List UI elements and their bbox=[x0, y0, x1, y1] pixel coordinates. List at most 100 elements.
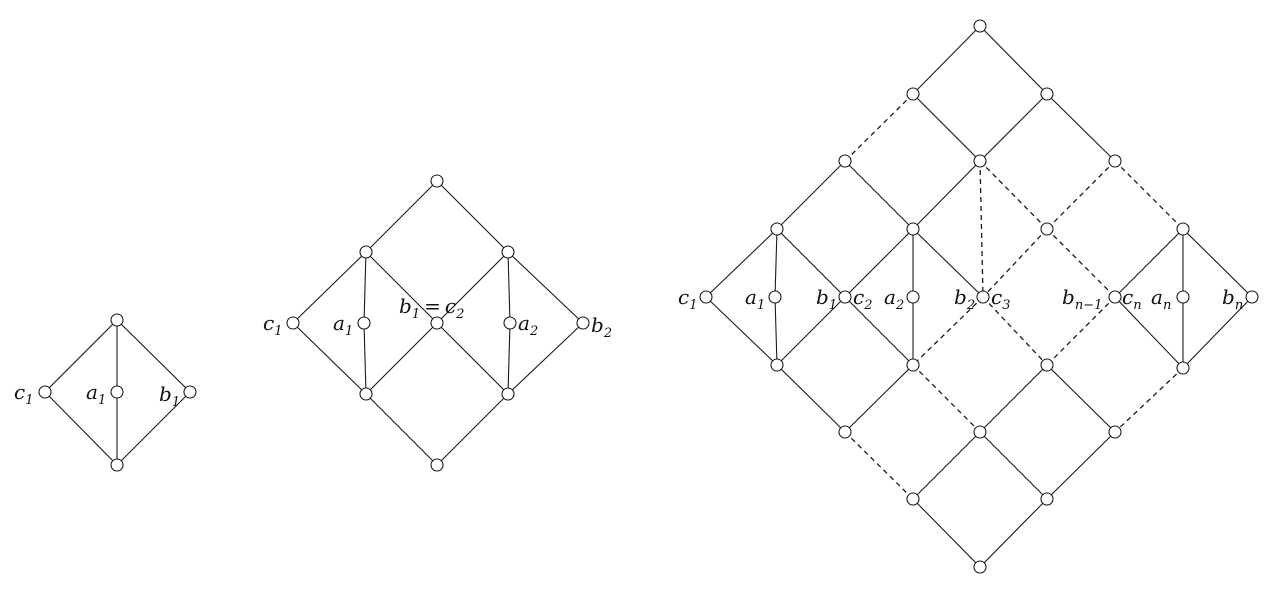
d2-edge-bot-br bbox=[436, 393, 509, 466]
lattice-general-label-c1: c1 bbox=[678, 285, 697, 313]
d3-node-an bbox=[1176, 290, 1190, 304]
lattice-n2-label-a1: a1 bbox=[333, 311, 353, 339]
d2-node-bot bbox=[430, 458, 444, 472]
lattice-n1-label-a1: a1 bbox=[86, 380, 106, 408]
d2-node-bl bbox=[359, 387, 373, 401]
d3-edge-l3b-l2l bbox=[844, 364, 914, 433]
d1-edge-top-r bbox=[116, 319, 191, 393]
d3-edge-l2l-l1l-dashed bbox=[844, 431, 914, 500]
d3-node-l3a bbox=[770, 358, 784, 372]
d2-node-a1 bbox=[357, 316, 371, 330]
d3-edge-u2m-u3c-dashed bbox=[979, 160, 1048, 230]
d3-edge-l3c-l2r bbox=[1046, 364, 1116, 433]
d2-node-mr bbox=[501, 245, 515, 259]
d3-edge-u1l-u2l-dashed bbox=[844, 93, 914, 162]
lattice-general-label-c3: c3 bbox=[991, 285, 1010, 313]
d3-edge-l2m-l1l bbox=[912, 431, 981, 500]
d2-edge-ml-c1 bbox=[292, 251, 367, 324]
d1-edge-top-l bbox=[44, 319, 118, 393]
d3-node-b2c3 bbox=[976, 290, 990, 304]
d3-edge-u1l-u2m bbox=[912, 93, 981, 162]
d3-edge-u3c-bn1cn-dashed bbox=[1046, 228, 1116, 298]
d3-edge-l1l-B bbox=[912, 498, 981, 568]
d2-node-b2 bbox=[576, 316, 590, 330]
d3-edge-l2m-l1r bbox=[979, 431, 1048, 500]
d3-edge-u1r-u2r bbox=[1046, 93, 1116, 162]
d3-edge-l3d-l2r-dashed bbox=[1114, 367, 1184, 433]
d3-edge-l3b-l2m-dashed bbox=[912, 364, 981, 433]
d2-edge-mr-mid bbox=[436, 251, 509, 324]
d3-edge-T-u1l bbox=[912, 25, 981, 95]
d2-edge-mid-br bbox=[436, 322, 509, 395]
d3-node-l2l bbox=[838, 425, 852, 439]
d1-node-top bbox=[110, 313, 124, 327]
lattice-general-label-b1: b1 bbox=[816, 285, 837, 313]
d3-node-bn bbox=[1245, 290, 1259, 304]
d3-edge-u3b-b1c2 bbox=[844, 228, 914, 298]
d3-edge-l2r-l1r bbox=[1046, 431, 1116, 500]
d3-edge-l3c-l2m bbox=[979, 364, 1048, 433]
lattice-n1-label-c1: c1 bbox=[14, 380, 33, 408]
d3-node-bn1cn bbox=[1108, 290, 1122, 304]
d3-node-l3d bbox=[1176, 361, 1190, 375]
lattice-general-label-c2: c2 bbox=[853, 285, 872, 313]
lattice-general-label-bn: bn bbox=[1222, 285, 1243, 313]
d3-edge-u2m-b2c3-dashed bbox=[979, 160, 984, 298]
d3-node-u1l bbox=[906, 87, 920, 101]
d3-edge-a1-l3a bbox=[774, 296, 778, 366]
d2-edge-a2-br bbox=[507, 322, 511, 395]
d1-node-r bbox=[183, 385, 197, 399]
d3-node-u1r bbox=[1040, 87, 1054, 101]
d3-node-a1 bbox=[768, 290, 782, 304]
d3-node-l3b bbox=[906, 358, 920, 372]
d2-node-top bbox=[430, 174, 444, 188]
lattice-general-label-a1: a1 bbox=[745, 285, 765, 313]
d3-edge-c1-l3a bbox=[705, 296, 778, 366]
d2-edge-top-ml bbox=[365, 180, 438, 253]
d3-edge-u3d-bn1cn bbox=[1114, 228, 1184, 298]
d3-node-u3b bbox=[906, 222, 920, 236]
d1-node-bot bbox=[110, 458, 124, 472]
d3-node-l2m bbox=[973, 425, 987, 439]
lattice-n2-label-a2: a2 bbox=[518, 311, 538, 339]
d2-node-br bbox=[501, 387, 515, 401]
lattice-n2-label-b2: b2 bbox=[591, 313, 612, 341]
d2-edge-br-b2 bbox=[507, 322, 584, 395]
d2-edge-mid-bl bbox=[365, 322, 438, 395]
d2-node-ml bbox=[359, 245, 373, 259]
d2-node-c1 bbox=[286, 316, 300, 330]
d2-edge-ml-a1 bbox=[363, 251, 367, 324]
d2-edge-bl-bot bbox=[365, 393, 438, 466]
d3-edge-l1r-B bbox=[979, 498, 1048, 568]
lattice-n2-label-b1c2: b1=c2 bbox=[399, 294, 464, 322]
d3-edge-bn-l3d bbox=[1182, 296, 1253, 369]
d3-node-B bbox=[973, 560, 987, 574]
d3-node-u3c bbox=[1040, 222, 1054, 236]
d3-node-c1 bbox=[699, 290, 713, 304]
d3-edge-u3b-b2c3 bbox=[912, 228, 984, 298]
d3-node-b1c2 bbox=[838, 290, 852, 304]
d1-node-a bbox=[110, 385, 124, 399]
d3-node-T bbox=[973, 19, 987, 33]
lattice-n2-label-c1: c1 bbox=[263, 311, 282, 339]
d3-edge-u2r-u3c-dashed bbox=[1046, 160, 1116, 230]
d3-edge-u2r-u3d-dashed bbox=[1114, 160, 1184, 230]
d1-edge-l-bot bbox=[44, 391, 118, 466]
d3-node-u3d bbox=[1176, 222, 1190, 236]
d2-edge-b2-mr bbox=[507, 251, 584, 324]
d3-edge-u3a-a1 bbox=[774, 228, 778, 298]
d2-node-mid bbox=[430, 316, 444, 330]
d3-node-l3c bbox=[1040, 358, 1054, 372]
d3-edge-u3c-b2c3-dashed bbox=[982, 228, 1048, 298]
d3-edge-b1c2-l3b bbox=[844, 296, 914, 366]
d3-edge-l3a-l2l bbox=[776, 364, 846, 433]
d2-edge-ml-mid bbox=[365, 251, 438, 324]
d1-edge-r-bot bbox=[116, 391, 191, 466]
d3-node-l2r bbox=[1108, 425, 1122, 439]
d3-edge-T-u1r bbox=[979, 25, 1048, 95]
lattice-general-label-bn1: bn−1 bbox=[1062, 285, 1102, 313]
d3-edge-u3a-c1 bbox=[705, 228, 778, 298]
d3-node-a2 bbox=[906, 290, 920, 304]
d3-edge-u3d-bn bbox=[1182, 228, 1253, 298]
